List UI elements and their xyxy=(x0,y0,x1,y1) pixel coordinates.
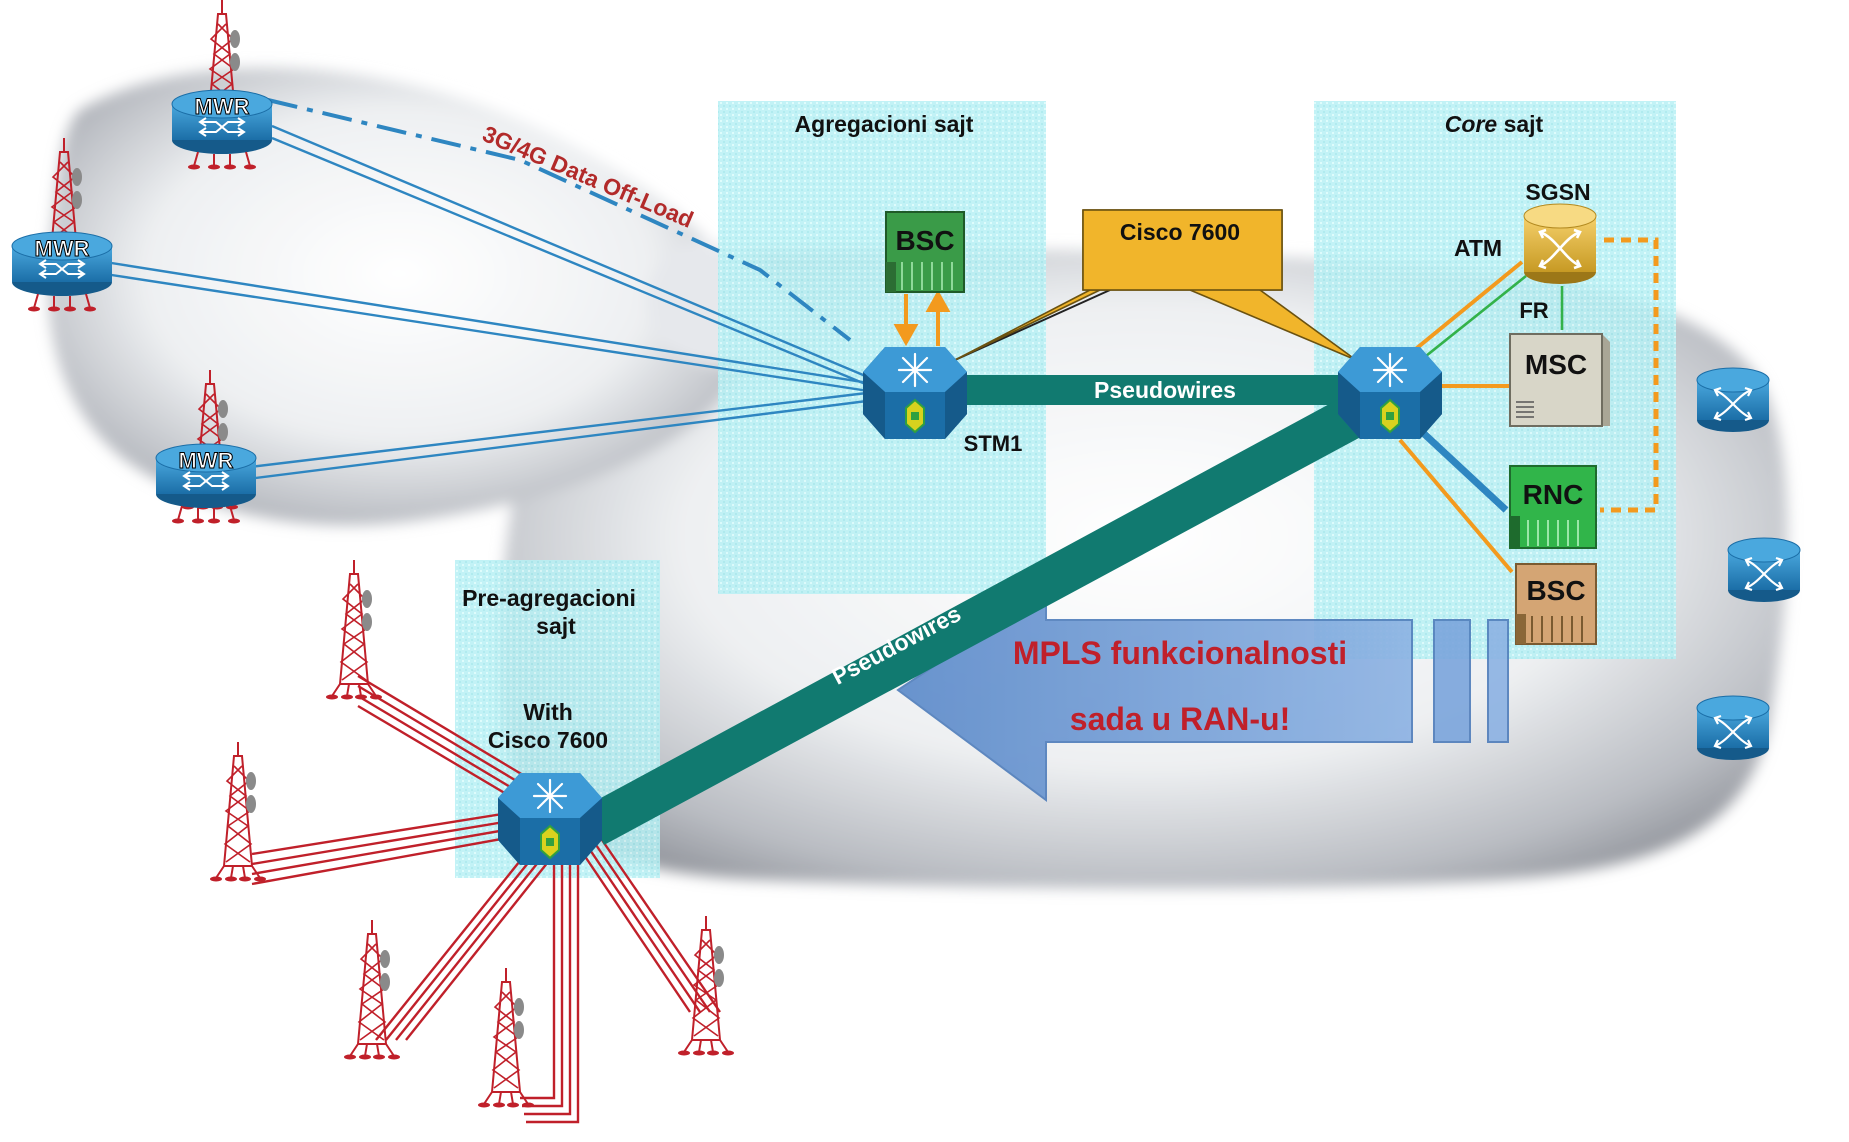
fr-label: FR xyxy=(1519,298,1548,323)
edge-router-icon[interactable] xyxy=(1695,694,1771,762)
pre-aggregation-label-line2: sajt xyxy=(536,613,576,639)
mwr-router-2[interactable]: MWR xyxy=(11,231,113,313)
mwr-label: MWR xyxy=(35,236,90,261)
sgsn-router[interactable] xyxy=(1523,203,1597,284)
pre-aggregation-switch-icon[interactable] xyxy=(496,771,604,867)
tower-icon xyxy=(343,919,401,1061)
with-label: With xyxy=(523,699,573,725)
router-arrows-icon xyxy=(1538,228,1582,270)
bsc-core-device[interactable]: BSC xyxy=(1515,563,1597,645)
mwr-router-3[interactable]: MWR xyxy=(155,443,257,525)
mpls-label-line1: MPLS funkcionalnosti xyxy=(1013,635,1347,671)
bsc-core-label: BSC xyxy=(1526,575,1585,606)
pseudowires-top-label: Pseudowires xyxy=(1094,377,1236,403)
data-offload-line xyxy=(267,98,852,342)
rnc-device[interactable]: RNC xyxy=(1509,465,1597,549)
cisco-callout-label: Cisco 7600 xyxy=(1120,219,1240,245)
mwr-router-1[interactable]: MWR xyxy=(171,89,273,171)
mwr-label: MWR xyxy=(195,94,250,119)
pseudowires xyxy=(586,375,1370,845)
bsc-arrows xyxy=(893,289,951,347)
tower-icon xyxy=(209,741,267,883)
mwr-links xyxy=(104,124,876,486)
bsc-label: BSC xyxy=(895,225,954,256)
mwr-label: MWR xyxy=(179,448,234,473)
edge-router-icon[interactable] xyxy=(1726,536,1802,604)
pre-aggregation-label: Pre-agregacioni xyxy=(462,585,636,611)
tower-icon xyxy=(677,915,735,1057)
stm1-label: STM1 xyxy=(964,431,1023,456)
core-site-label: Core sajt xyxy=(1445,111,1544,137)
mpls-label-line2: sada u RAN-u! xyxy=(1070,701,1290,737)
bsc-aggregation-device[interactable]: BSC xyxy=(885,211,965,293)
msc-device[interactable]: MSC xyxy=(1509,333,1610,427)
cisco-callout xyxy=(954,209,1357,361)
tower-icon xyxy=(477,967,535,1109)
msc-label: MSC xyxy=(1525,349,1587,380)
aggregation-site-box xyxy=(718,101,1046,594)
aggregation-site-label: Agregacioni sajt xyxy=(795,111,974,137)
tower-icon xyxy=(325,559,383,701)
rnc-label: RNC xyxy=(1523,479,1584,510)
sgsn-label: SGSN xyxy=(1525,179,1590,205)
edge-router-icon[interactable] xyxy=(1695,366,1771,434)
atm-label: ATM xyxy=(1454,235,1502,261)
core-switch-icon[interactable] xyxy=(1336,345,1444,441)
aggregation-switch-icon[interactable] xyxy=(861,345,969,441)
with-cisco-label: Cisco 7600 xyxy=(488,727,608,753)
